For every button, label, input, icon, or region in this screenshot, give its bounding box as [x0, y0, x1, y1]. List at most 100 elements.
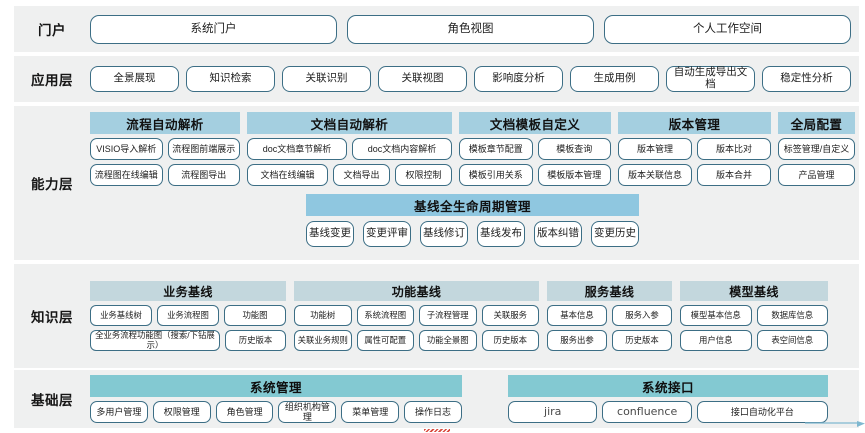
- application-item[interactable]: 影响度分析: [474, 66, 563, 92]
- capability-item[interactable]: 模板查询: [537, 138, 611, 160]
- layer-knowledge-body: 业务基线 业务基线树 业务流程图 功能图 全业务流程功能图（搜索/下钻展示） 历…: [90, 264, 859, 368]
- knowledge-group: 模型基线 模型基本信息 数据库信息 用户信息 表空间信息: [680, 281, 828, 351]
- knowledge-group-row: 服务出参 历史版本: [547, 330, 672, 351]
- knowledge-group: 功能基线 功能树 系统流程图 子流程管理 关联服务 关联业务规则 属性可配置 功…: [294, 281, 539, 351]
- application-item[interactable]: 关联视图: [378, 66, 467, 92]
- lifecycle-item[interactable]: 基线发布: [477, 221, 525, 247]
- application-item[interactable]: 全景展现: [90, 66, 179, 92]
- capability-item[interactable]: 流程图前端展示: [167, 138, 240, 160]
- knowledge-group-row: 全业务流程功能图（搜索/下钻展示） 历史版本: [90, 330, 286, 351]
- knowledge-group-title: 功能基线: [294, 281, 539, 301]
- capability-item[interactable]: 流程图导出: [167, 164, 240, 186]
- capability-groups: 流程自动解析 VISIO导入解析 流程图前端展示 流程图在线编辑 流程图导出 文…: [90, 112, 855, 186]
- lifecycle-items: 基线变更 变更评审 基线修订 基线发布 版本纠错 变更历史: [306, 221, 639, 247]
- capability-item[interactable]: 产品管理: [778, 164, 855, 186]
- foundation-group-row: jira confluence 接口自动化平台: [423, 401, 828, 432]
- capability-item[interactable]: 文档在线编辑: [247, 164, 328, 186]
- portal-item[interactable]: 个人工作空间: [604, 14, 851, 44]
- decorative-arrow-icon: [805, 421, 865, 427]
- capability-item[interactable]: 权限控制: [395, 164, 452, 186]
- layer-portal-label: 门户: [38, 23, 66, 38]
- capability-group-row: 流程图在线编辑 流程图导出: [90, 164, 240, 186]
- knowledge-item[interactable]: 用户信息: [680, 330, 752, 351]
- lifecycle-item[interactable]: 变更评审: [363, 221, 411, 247]
- portal-item[interactable]: 角色视图: [347, 14, 594, 44]
- capability-group-row: 产品管理: [778, 164, 855, 186]
- layer-portal: 门户 系统门户 角色视图 个人工作空间: [14, 6, 859, 52]
- lifecycle-item[interactable]: 版本纠错: [534, 221, 582, 247]
- capability-group: 版本管理 版本管理 版本比对 版本关联信息 版本合并: [618, 112, 771, 186]
- application-item[interactable]: 生成用例: [570, 66, 659, 92]
- capability-item[interactable]: VISIO导入解析: [90, 138, 163, 160]
- foundation-item[interactable]: 角色管理: [215, 401, 274, 423]
- knowledge-item[interactable]: 关联业务规则: [294, 330, 352, 351]
- capability-item[interactable]: 版本合并: [697, 164, 771, 186]
- spellcheck-squiggle-icon: [423, 429, 450, 432]
- layer-application-label: 应用层: [31, 73, 73, 88]
- application-item[interactable]: 自动生成导出文档: [666, 66, 755, 92]
- capability-item[interactable]: doc文档内容解析: [352, 138, 452, 160]
- knowledge-item[interactable]: 模型基本信息: [680, 305, 752, 326]
- application-item[interactable]: 知识检索: [186, 66, 275, 92]
- foundation-item[interactable]: 菜单管理: [341, 401, 400, 423]
- capability-item[interactable]: 模板引用关系: [459, 164, 533, 186]
- knowledge-item[interactable]: 全业务流程功能图（搜索/下钻展示）: [90, 330, 220, 351]
- foundation-item[interactable]: 组织机构管理: [278, 401, 337, 423]
- knowledge-item[interactable]: 服务出参: [547, 330, 607, 351]
- capability-item[interactable]: 标签管理/自定义: [778, 138, 855, 160]
- capability-item[interactable]: 版本比对: [697, 138, 771, 160]
- capability-group-row: 模板章节配置 模板查询: [459, 138, 611, 160]
- knowledge-group-row: 基本信息 服务入参: [547, 305, 672, 326]
- foundation-item[interactable]: 多用户管理: [90, 401, 148, 423]
- capability-item[interactable]: 文档导出: [333, 164, 390, 186]
- layer-capability-label: 能力层: [31, 177, 73, 192]
- knowledge-item[interactable]: 基本信息: [547, 305, 607, 326]
- application-item[interactable]: 关联识别: [282, 66, 371, 92]
- foundation-item[interactable]: 权限管理: [152, 401, 211, 423]
- lifecycle-item[interactable]: 基线修订: [420, 221, 468, 247]
- foundation-item[interactable]: 操作日志: [404, 401, 462, 423]
- capability-item[interactable]: 模板章节配置: [459, 138, 533, 160]
- capability-item[interactable]: 流程图在线编辑: [90, 164, 163, 186]
- knowledge-item[interactable]: 历史版本: [224, 330, 286, 351]
- capability-group-row: 版本管理 版本比对: [618, 138, 771, 160]
- foundation-group-row: 多用户管理 权限管理 角色管理 组织机构管理 菜单管理 操作日志: [90, 401, 462, 423]
- confluence-label: confluence: [617, 404, 678, 418]
- layer-application-items: 全景展现 知识检索 关联识别 关联视图 影响度分析 生成用例 自动生成导出文档 …: [90, 56, 859, 102]
- lifecycle-item[interactable]: 变更历史: [591, 221, 639, 247]
- jira-button[interactable]: jira: [423, 401, 598, 432]
- capability-group-row: 标签管理/自定义: [778, 138, 855, 160]
- knowledge-item[interactable]: 业务流程图: [157, 305, 219, 326]
- lifecycle-group: 基线全生命周期管理 基线变更 变更评审 基线修订 基线发布 版本纠错 变更历史: [306, 194, 639, 247]
- lifecycle-item[interactable]: 基线变更: [306, 221, 354, 247]
- knowledge-item[interactable]: 系统流程图: [356, 305, 414, 326]
- knowledge-item[interactable]: 历史版本: [481, 330, 539, 351]
- capability-item[interactable]: 版本管理: [618, 138, 692, 160]
- lifecycle-title: 基线全生命周期管理: [306, 194, 639, 216]
- confluence-button[interactable]: confluence: [602, 401, 692, 423]
- capability-item[interactable]: 模板版本管理: [537, 164, 611, 186]
- capability-group-row: VISIO导入解析 流程图前端展示: [90, 138, 240, 160]
- application-item[interactable]: 稳定性分析: [762, 66, 851, 92]
- knowledge-item[interactable]: 数据库信息: [756, 305, 828, 326]
- capability-item[interactable]: doc文档章节解析: [247, 138, 347, 160]
- knowledge-item[interactable]: 功能图: [224, 305, 286, 326]
- capability-group: 文档模板自定义 模板章节配置 模板查询 模板引用关系 模板版本管理: [459, 112, 611, 186]
- knowledge-item[interactable]: 关联服务: [481, 305, 539, 326]
- knowledge-item[interactable]: 业务基线树: [90, 305, 152, 326]
- knowledge-item[interactable]: 功能全景图: [419, 330, 477, 351]
- knowledge-item[interactable]: 表空间信息: [756, 330, 828, 351]
- layer-foundation-body: 系统管理 多用户管理 权限管理 角色管理 组织机构管理 菜单管理 操作日志 系统…: [90, 370, 859, 432]
- foundation-item[interactable]: 接口自动化平台: [696, 401, 828, 423]
- capability-group-title: 文档自动解析: [247, 112, 452, 134]
- knowledge-group-row: 模型基本信息 数据库信息: [680, 305, 828, 326]
- portal-item[interactable]: 系统门户: [90, 14, 337, 44]
- knowledge-item[interactable]: 功能树: [294, 305, 352, 326]
- knowledge-item[interactable]: 属性可配置: [356, 330, 414, 351]
- knowledge-item[interactable]: 服务入参: [612, 305, 672, 326]
- capability-item[interactable]: 版本关联信息: [618, 164, 692, 186]
- knowledge-item[interactable]: 子流程管理: [419, 305, 477, 326]
- knowledge-group-row: 功能树 系统流程图 子流程管理 关联服务: [294, 305, 539, 326]
- knowledge-item[interactable]: 历史版本: [612, 330, 672, 351]
- knowledge-group-title: 模型基线: [680, 281, 828, 301]
